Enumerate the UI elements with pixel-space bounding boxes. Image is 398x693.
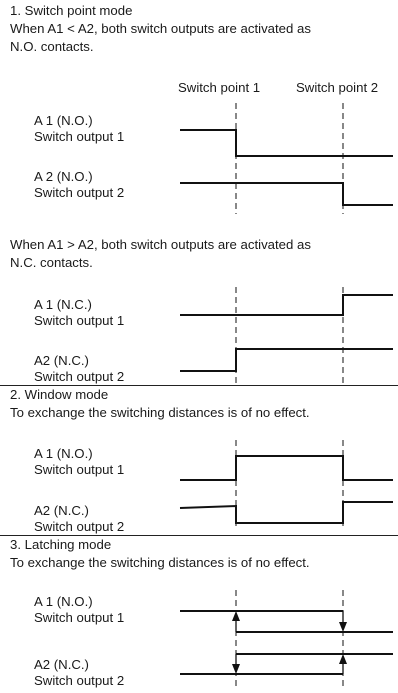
s1-a1-label: A 1 (N.O.) [34,113,93,128]
section1-desc1-line2: N.O. contacts. [10,39,94,54]
section-divider-1 [0,385,398,386]
s3-a2-fall-arrow [232,664,240,674]
section1-title: 1. Switch point mode [10,3,133,18]
section3-title: 3. Latching mode [10,537,112,552]
s1-b1-label: A 1 (N.C.) [34,297,92,312]
s2-a2-label: A2 (N.C.) [34,503,89,518]
section3-desc: To exchange the switching distances is o… [10,555,310,570]
s2-a2-sublabel: Switch output 2 [34,519,125,534]
switch-point-2-label: Switch point 2 [296,80,379,95]
s2-a1-no-signal [180,455,393,481]
s2-a1-sublabel: Switch output 1 [34,462,125,477]
s3-a1-fall-arrow [339,622,347,632]
s1-a2-sublabel: Switch output 2 [34,185,125,200]
s1-b2-label: A2 (N.C.) [34,353,89,368]
s2-a2-nc-signal [179,501,393,524]
section2-desc: To exchange the switching distances is o… [10,405,310,420]
section1-desc2-line1: When A1 > A2, both switch outputs are ac… [10,237,311,252]
s1-a1-no-signal [180,129,393,157]
section1-desc2-line2: N.C. contacts. [10,255,93,270]
s3-a1-rise-arrow [232,611,240,621]
s1-a2-no-signal [180,182,393,206]
s3-a2-label: A2 (N.C.) [34,657,89,672]
switch-point-1-label: Switch point 1 [178,80,261,95]
s1-a1-nc-signal [180,294,393,316]
s3-a1-label: A 1 (N.O.) [34,594,93,609]
section2-title: 2. Window mode [10,387,109,402]
s3-a2-rise-arrow [339,654,347,664]
s3-a1-sublabel: Switch output 1 [34,610,125,625]
s2-a1-label: A 1 (N.O.) [34,446,93,461]
s1-a2-label: A 2 (N.O.) [34,169,93,184]
s1-b2-sublabel: Switch output 2 [34,369,125,384]
s1-a1-sublabel: Switch output 1 [34,129,125,144]
section-divider-2 [0,535,398,536]
s3-a2-sublabel: Switch output 2 [34,673,125,688]
s1-a2-nc-signal [180,348,393,372]
s1-b1-sublabel: Switch output 1 [34,313,125,328]
section1-desc1-line1: When A1 < A2, both switch outputs are ac… [10,21,311,36]
